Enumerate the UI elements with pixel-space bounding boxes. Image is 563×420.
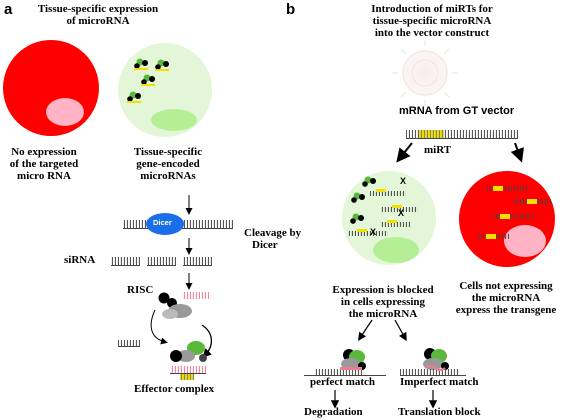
arrow: [358, 319, 373, 341]
cleavage-caption: Cleavage by Dicer: [244, 227, 302, 251]
left-cell-caption: No expression of the targeted micro RNA: [9, 146, 79, 182]
svg-text:X: X: [398, 208, 404, 218]
curved-arrow: [150, 309, 168, 345]
red-cell-body: [3, 40, 99, 136]
released-strand: [118, 340, 140, 347]
mrna-label: mRNA from GT vector: [399, 105, 515, 117]
virus-watermark: [392, 40, 458, 106]
non-expressing-cell-a: [3, 40, 99, 136]
risc-cluster-icon: [155, 59, 169, 71]
nucleus: [151, 109, 197, 131]
imperfect-match-label: Imperfect match: [400, 376, 479, 388]
expressing-cell-a: [118, 43, 212, 137]
degradation-label: Degradation: [304, 406, 363, 418]
non-expressing-cell-b: [459, 171, 555, 267]
perfect-match-label: perfect match: [310, 376, 376, 388]
risc-label: RISC: [127, 284, 154, 296]
panel-b-letter: b: [286, 1, 296, 18]
bound-complexes: X X X: [348, 176, 418, 237]
svg-text:X: X: [400, 176, 406, 186]
dicer-enzyme: [146, 213, 184, 235]
effector-complex-graphic: [170, 341, 207, 380]
gt-vector-mrna: [406, 130, 518, 139]
right-cell-caption: Tissue-specific gene-encoded microRNAs: [133, 146, 203, 182]
imperfect-match-complex: [400, 348, 466, 376]
dicer-label: Dicer: [153, 218, 172, 227]
risc-cluster-icon: [127, 91, 141, 103]
arrow: [394, 319, 407, 342]
risc-clusters: [127, 58, 169, 103]
perfect-match-complex: [304, 349, 386, 376]
not-expressing-caption: Cells not expressing the microRNA expres…: [455, 280, 557, 316]
mirt-site: [419, 130, 444, 138]
sirna-fragments: [111, 257, 212, 266]
effector-caption: Effector complex: [134, 383, 215, 395]
mirt-label: miRT: [424, 144, 452, 156]
panel-a-title: Tissue-specific expression of microRNA: [37, 3, 159, 27]
arrow: [510, 142, 524, 163]
dicer-pathway: [111, 195, 233, 380]
panel-a-letter: a: [4, 1, 13, 18]
blocked-caption: Expression is blocked in cells expressin…: [332, 284, 434, 320]
sirna-label: siRNA: [64, 254, 96, 266]
expressing-cell-b: X X X: [342, 171, 436, 265]
panel-b-title: Introduction of miRTs for tissue-specifi…: [371, 3, 493, 39]
risc-cluster-icon: [134, 58, 148, 70]
arrow: [396, 142, 413, 163]
free-transcripts: [476, 186, 552, 239]
nucleus: [504, 225, 546, 257]
svg-text:X: X: [370, 227, 376, 237]
curved-arrow: [201, 324, 213, 358]
nucleus: [46, 98, 84, 126]
risc-loading: [158, 292, 211, 319]
translation-block-label: Translation block: [398, 406, 481, 418]
risc-cluster-icon: [141, 74, 155, 86]
nucleus: [373, 237, 419, 263]
